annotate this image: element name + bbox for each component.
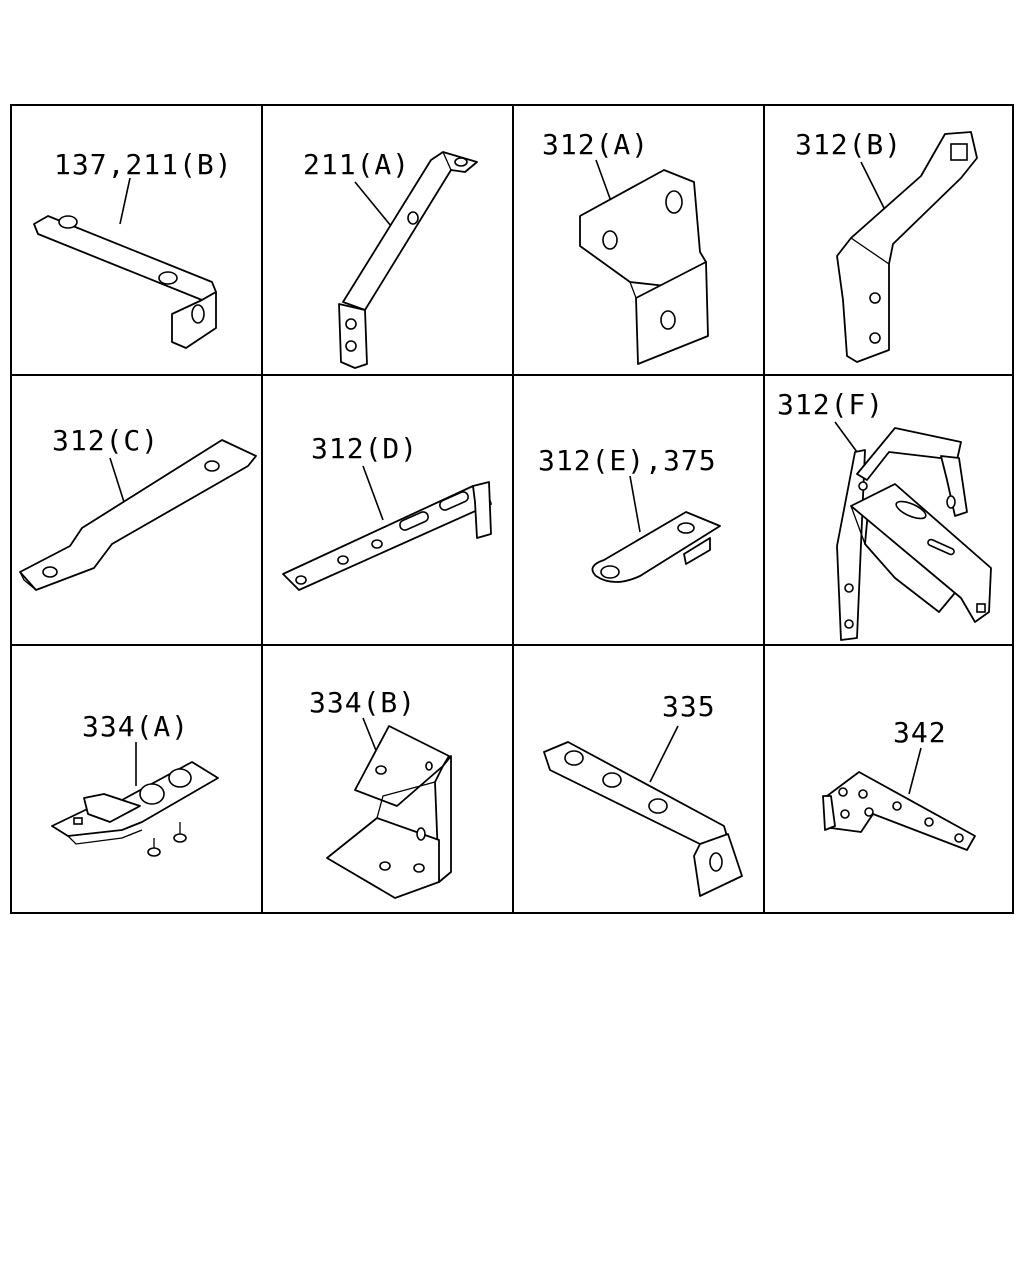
part-number-label: 335 [662, 690, 716, 723]
grid-divider [763, 106, 765, 912]
part-cell[interactable]: 334(B) [263, 646, 514, 916]
grid-divider [12, 374, 1012, 376]
part-number-label: 312(D) [311, 432, 418, 465]
part-cell[interactable]: 342 [765, 646, 1016, 916]
part-cell[interactable]: 312(A) [514, 106, 765, 376]
curved-arm-bracket-icon: 312(B) [795, 128, 978, 363]
clip-plate-bracket-icon: 334(A) [51, 710, 219, 857]
angled-strap-bracket-icon: 211(A) [303, 148, 478, 369]
short-tab-bracket-icon: 312(E),375 [538, 444, 721, 583]
part-number-label: 334(A) [82, 710, 189, 743]
part-number-label: 312(A) [542, 128, 649, 161]
part-number-label: 334(B) [309, 686, 416, 719]
part-cell[interactable]: 211(A) [263, 106, 514, 376]
part-cell[interactable]: 334(A) [12, 646, 263, 916]
parts-grid: 137,211(B) 211(A) [10, 104, 1014, 914]
part-number-label: 137,211(B) [54, 148, 233, 181]
part-cell[interactable]: 312(D) [263, 376, 514, 646]
slotted-l-bracket-icon: 312(D) [282, 432, 492, 591]
corner-angle-bracket-icon: 342 [822, 716, 976, 851]
grid-divider [512, 106, 514, 912]
stepped-strap-bracket-icon: 312(C) [19, 424, 257, 591]
part-cell[interactable]: 312(C) [12, 376, 263, 646]
part-cell[interactable]: 312(B) [765, 106, 1016, 376]
part-cell[interactable]: 335 [514, 646, 765, 916]
long-l-bracket-icon: 335 [543, 690, 743, 897]
part-number-label: 211(A) [303, 148, 410, 181]
part-number-label: 312(F) [777, 388, 884, 421]
grid-divider [12, 644, 1012, 646]
flat-l-bracket-icon: 137,211(B) [33, 148, 233, 349]
part-cell[interactable]: 137,211(B) [12, 106, 263, 376]
part-number-label: 312(B) [795, 128, 902, 161]
grid-divider [261, 106, 263, 912]
part-cell[interactable]: 312(F) [765, 376, 1016, 646]
z-channel-bracket-icon: 334(B) [309, 686, 452, 899]
part-cell[interactable]: 312(E),375 [514, 376, 765, 646]
offset-plate-bracket-icon: 312(A) [542, 128, 709, 365]
part-number-label: 342 [893, 716, 947, 749]
part-number-label: 312(E),375 [538, 444, 717, 477]
frame-support-bracket-icon: 312(F) [777, 388, 992, 641]
part-number-label: 312(C) [52, 424, 159, 457]
